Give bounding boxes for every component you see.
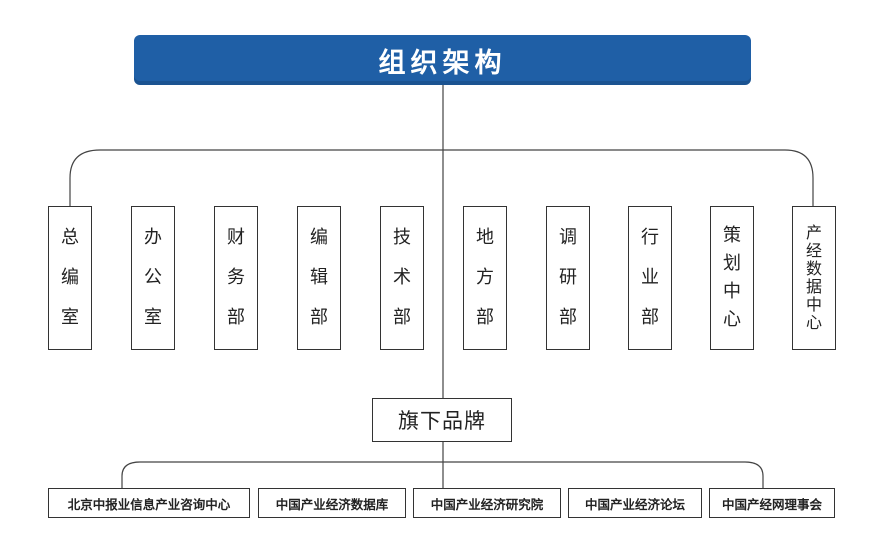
- department-box: 行业部: [628, 206, 672, 350]
- brand-box: 北京中报业信息产业咨询中心: [48, 488, 250, 518]
- brand-bracket: [121, 461, 764, 488]
- brand-box: 中国产业经济研究院: [413, 488, 561, 518]
- page-title: 组织架构: [134, 35, 751, 85]
- department-box: 技术部: [380, 206, 424, 350]
- department-bracket: [69, 149, 814, 206]
- department-box: 策划中心: [710, 206, 754, 350]
- department-box: 产经数据中心: [792, 206, 836, 350]
- brand-box: 中国产业经济数据库: [258, 488, 406, 518]
- brands-heading: 旗下品牌: [372, 398, 512, 442]
- department-box: 总编室: [48, 206, 92, 350]
- department-box: 调研部: [546, 206, 590, 350]
- department-box: 办公室: [131, 206, 175, 350]
- department-box: 财务部: [214, 206, 258, 350]
- department-box: 地方部: [463, 206, 507, 350]
- brand-box: 中国产经网理事会: [709, 488, 835, 518]
- department-box: 编辑部: [297, 206, 341, 350]
- brand-box: 中国产业经济论坛: [568, 488, 702, 518]
